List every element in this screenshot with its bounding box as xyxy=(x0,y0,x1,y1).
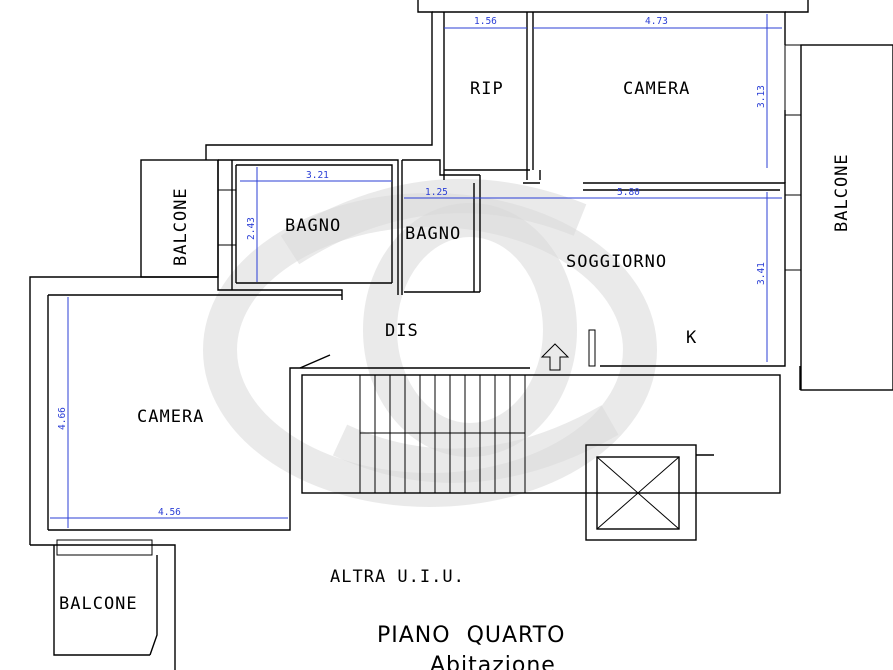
dim-bagno-small-width: 1.25 xyxy=(425,187,448,198)
dim-camera-top-width: 4.73 xyxy=(645,16,668,27)
room-label-dis: DIS xyxy=(385,321,419,341)
room-label-bagno-small: BAGNO xyxy=(405,224,461,244)
room-label-bagno-large: BAGNO xyxy=(285,216,341,236)
dim-camera-left-width: 4.56 xyxy=(158,507,181,518)
dim-bagno-width: 3.21 xyxy=(306,170,329,181)
label-altra-uiu: ALTRA U.I.U. xyxy=(330,567,465,587)
room-label-soggiorno: SOGGIORNO xyxy=(566,252,667,272)
dim-camera-left-height: 4.66 xyxy=(57,407,68,430)
room-label-camera-top: CAMERA xyxy=(623,79,690,99)
room-label-kitchen: K xyxy=(686,328,697,348)
dim-rip-width: 1.56 xyxy=(474,16,497,27)
plan-subtitle: Abitazione xyxy=(430,653,556,670)
dim-camera-top-height: 3.13 xyxy=(756,85,767,108)
dim-soggiorno-height: 3.41 xyxy=(756,262,767,285)
dim-soggiorno-width: 5.80 xyxy=(617,187,640,198)
room-label-balcone-left: BALCONE xyxy=(171,187,191,266)
dimension-lines xyxy=(50,14,782,528)
dim-bagno-height: 2.43 xyxy=(246,217,257,240)
plan-title: PIANO QUARTO xyxy=(377,623,565,648)
walls xyxy=(29,0,893,670)
room-label-balcone-bottom: BALCONE xyxy=(59,594,138,614)
room-label-camera-left: CAMERA xyxy=(137,407,204,427)
room-label-rip: RIP xyxy=(470,79,504,99)
room-label-balcone-right: BALCONE xyxy=(832,153,852,232)
